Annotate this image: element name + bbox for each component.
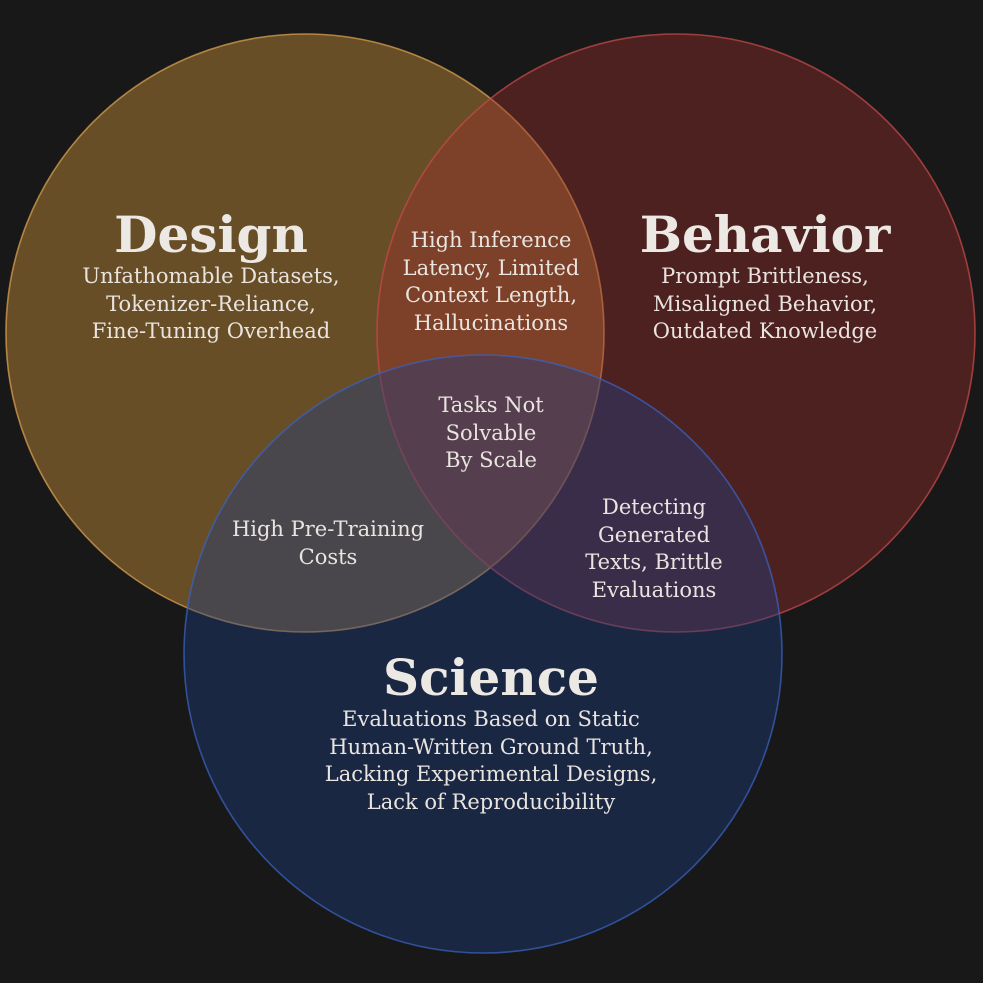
overlap-line: Detecting [601, 495, 706, 519]
design-line: Unfathomable Datasets, [82, 264, 340, 288]
behavior-line: Misaligned Behavior, [653, 291, 877, 316]
center-overlap: Tasks Not Solvable By Scale [438, 392, 543, 475]
overlap-line: Tasks Not [438, 393, 544, 417]
science-title: Science [383, 648, 599, 707]
design-behavior-overlap: High Inference Latency, Limited Context … [403, 227, 580, 337]
design-science-overlap: High Pre-Training Costs [232, 516, 424, 571]
overlap-line: High Pre-Training [231, 517, 425, 541]
overlap-line: Latency, Limited [402, 255, 580, 280]
behavior-label: Behavior Prompt Brittleness, Misaligned … [640, 207, 891, 346]
overlap-line: Costs [298, 544, 358, 569]
design-title: Design [114, 205, 308, 264]
overlap-line: Evaluations [591, 577, 717, 602]
science-line: Human-Written Ground Truth, [329, 734, 653, 759]
science-line: Lack of Reproducibility [366, 789, 616, 814]
design-label: Design Unfathomable Datasets, Tokenizer-… [82, 207, 339, 346]
behavior-circle [376, 33, 976, 633]
behavior-title: Behavior [639, 205, 891, 264]
science-circle [183, 354, 783, 954]
overlap-line: High Inference [410, 228, 572, 252]
behavior-line: Outdated Knowledge [652, 319, 878, 343]
design-description: Unfathomable Datasets, Tokenizer-Relianc… [82, 263, 339, 346]
design-line: Fine-Tuning Overhead [91, 319, 331, 343]
behavior-line: Prompt Brittleness, [661, 264, 869, 288]
overlap-line: Hallucinations [413, 310, 569, 335]
overlap-line: Texts, Brittle [585, 550, 723, 574]
overlap-line: Context Length, [404, 283, 578, 307]
science-line: Evaluations Based on Static [342, 707, 640, 731]
science-description: Evaluations Based on Static Human-Writte… [325, 706, 658, 816]
behavior-science-overlap: Detecting Generated Texts, Brittle Evalu… [585, 494, 722, 604]
behavior-description: Prompt Brittleness, Misaligned Behavior,… [640, 263, 891, 346]
design-line: Tokenizer-Reliance, [106, 291, 316, 316]
overlap-line: Generated [597, 522, 711, 547]
overlap-line: Solvable [445, 420, 537, 445]
design-circle [5, 33, 605, 633]
science-label: Science Evaluations Based on Static Huma… [325, 650, 658, 816]
overlap-line: By Scale [445, 448, 537, 472]
science-line: Lacking Experimental Designs, [324, 762, 658, 786]
